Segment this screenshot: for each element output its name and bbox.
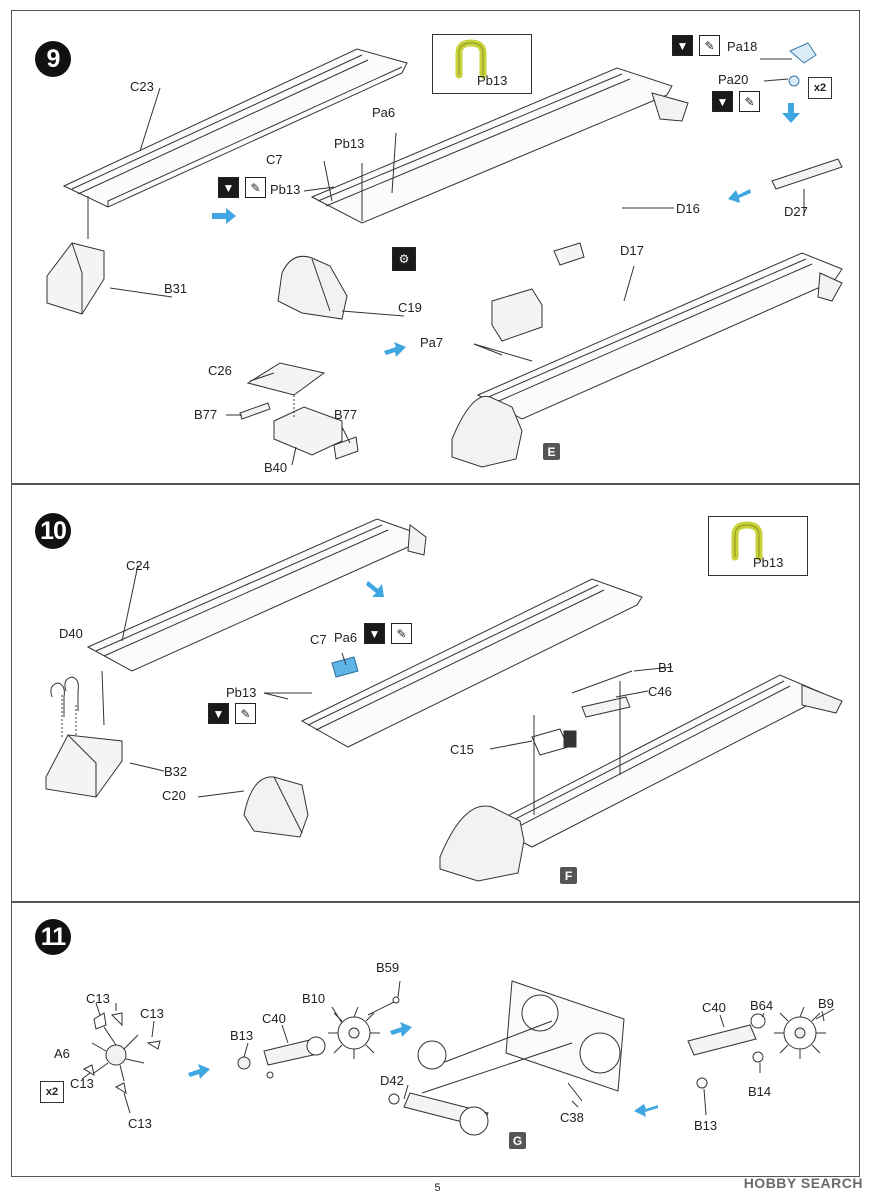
multiplier-x2: x2 xyxy=(40,1081,64,1103)
label-d17: D17 xyxy=(620,243,644,258)
arrow-right-icon xyxy=(188,1064,210,1079)
label-b59: B59 xyxy=(376,960,400,975)
arrow-down-icon xyxy=(782,103,800,123)
arrow-right-icon xyxy=(212,208,236,224)
cement-icon: ▼ xyxy=(218,177,239,198)
label-c13-c: C13 xyxy=(70,1076,94,1091)
step-11-panel: 11 xyxy=(11,902,860,1177)
step-9-panel: 9 xyxy=(11,10,860,484)
drill-icon: ⚙ xyxy=(392,247,416,271)
label-c23: C23 xyxy=(130,79,154,94)
label-pa18: Pa18 xyxy=(727,39,758,54)
paint-drop-icon: ✎ xyxy=(245,177,266,198)
paint-drop-icon: ✎ xyxy=(739,91,760,112)
step-10-panel: 10 xyxy=(11,484,860,902)
step-10-drawing xyxy=(45,518,843,882)
watermark-logo: HOBBY SEARCH xyxy=(743,1175,863,1191)
label-b77-b: B77 xyxy=(334,407,358,422)
label-pa6: Pa6 xyxy=(334,630,358,645)
arrow-right-icon xyxy=(390,1022,412,1037)
pb13-parts-box: Pb13 xyxy=(708,516,808,576)
label-c7: C7 xyxy=(310,632,327,647)
label-c24: C24 xyxy=(126,558,150,573)
label-c38: C38 xyxy=(560,1110,584,1125)
step-number-9: 9 xyxy=(35,41,71,77)
label-b77-a: B77 xyxy=(194,407,218,422)
arrow-left-icon xyxy=(634,1104,658,1117)
multiplier-x2: x2 xyxy=(808,77,832,99)
step-10-arrows xyxy=(366,581,384,597)
label-c40-b: C40 xyxy=(702,1000,726,1015)
label-c19: C19 xyxy=(398,300,422,315)
cement-icon: ▼ xyxy=(712,91,733,112)
label-c40-a: C40 xyxy=(262,1011,286,1026)
label-b31: B31 xyxy=(164,281,188,296)
subassembly-f-badge: F xyxy=(560,867,577,884)
label-pa20: Pa20 xyxy=(718,72,749,87)
arrow-down-right-icon xyxy=(366,581,384,597)
paint-drop-icon: ✎ xyxy=(699,35,720,56)
label-d27: D27 xyxy=(784,204,808,219)
label-b13-b: B13 xyxy=(694,1118,718,1133)
label-pb13-b: Pb13 xyxy=(270,182,301,197)
subassembly-g-badge: G xyxy=(509,1132,526,1149)
pb13-box-label: Pb13 xyxy=(477,73,508,88)
label-c26: C26 xyxy=(208,363,232,378)
paint-drop-icon: ✎ xyxy=(235,703,256,724)
pb13-clip-icon xyxy=(731,521,763,561)
label-d40: D40 xyxy=(59,626,83,641)
label-b40: B40 xyxy=(264,460,288,475)
label-pa7: Pa7 xyxy=(420,335,444,350)
subassembly-e-badge: E xyxy=(543,443,560,460)
cement-icon: ▼ xyxy=(672,35,693,56)
label-c15: C15 xyxy=(450,742,474,757)
label-pb13-a: Pb13 xyxy=(334,136,365,151)
step-number-11: 11 xyxy=(35,919,71,955)
step-number-10: 10 xyxy=(35,513,71,549)
label-pa6: Pa6 xyxy=(372,105,396,120)
label-c7: C7 xyxy=(266,152,283,167)
label-pb13: Pb13 xyxy=(226,685,257,700)
label-c46: C46 xyxy=(648,684,672,699)
pb13-parts-box: Pb13 xyxy=(432,34,532,94)
label-b64: B64 xyxy=(750,998,774,1013)
step-9-drawing xyxy=(46,42,843,468)
arrow-left-icon xyxy=(728,189,751,203)
label-a6: A6 xyxy=(54,1046,70,1061)
pb13-box-label: Pb13 xyxy=(753,555,784,570)
cement-icon: ▼ xyxy=(364,623,385,644)
label-b10: B10 xyxy=(302,991,326,1006)
label-c13-d: C13 xyxy=(128,1116,152,1131)
paint-drop-icon: ✎ xyxy=(391,623,412,644)
label-c13-a: C13 xyxy=(86,991,110,1006)
pb13-clip-icon xyxy=(455,39,487,79)
label-b13-a: B13 xyxy=(230,1028,254,1043)
label-d16: D16 xyxy=(676,201,700,216)
label-b1: B1 xyxy=(658,660,674,675)
label-c13-b: C13 xyxy=(140,1006,164,1021)
step-9-arrows xyxy=(212,103,800,357)
label-b9: B9 xyxy=(818,996,834,1011)
label-b32: B32 xyxy=(164,764,188,779)
label-b14: B14 xyxy=(748,1084,772,1099)
step-11-arrows xyxy=(188,1022,658,1117)
cement-icon: ▼ xyxy=(208,703,229,724)
arrow-right-icon xyxy=(384,342,406,357)
page-number: 5 xyxy=(434,1182,441,1194)
label-d42: D42 xyxy=(380,1073,404,1088)
step-11-drawing xyxy=(81,980,835,1136)
label-c20: C20 xyxy=(162,788,186,803)
